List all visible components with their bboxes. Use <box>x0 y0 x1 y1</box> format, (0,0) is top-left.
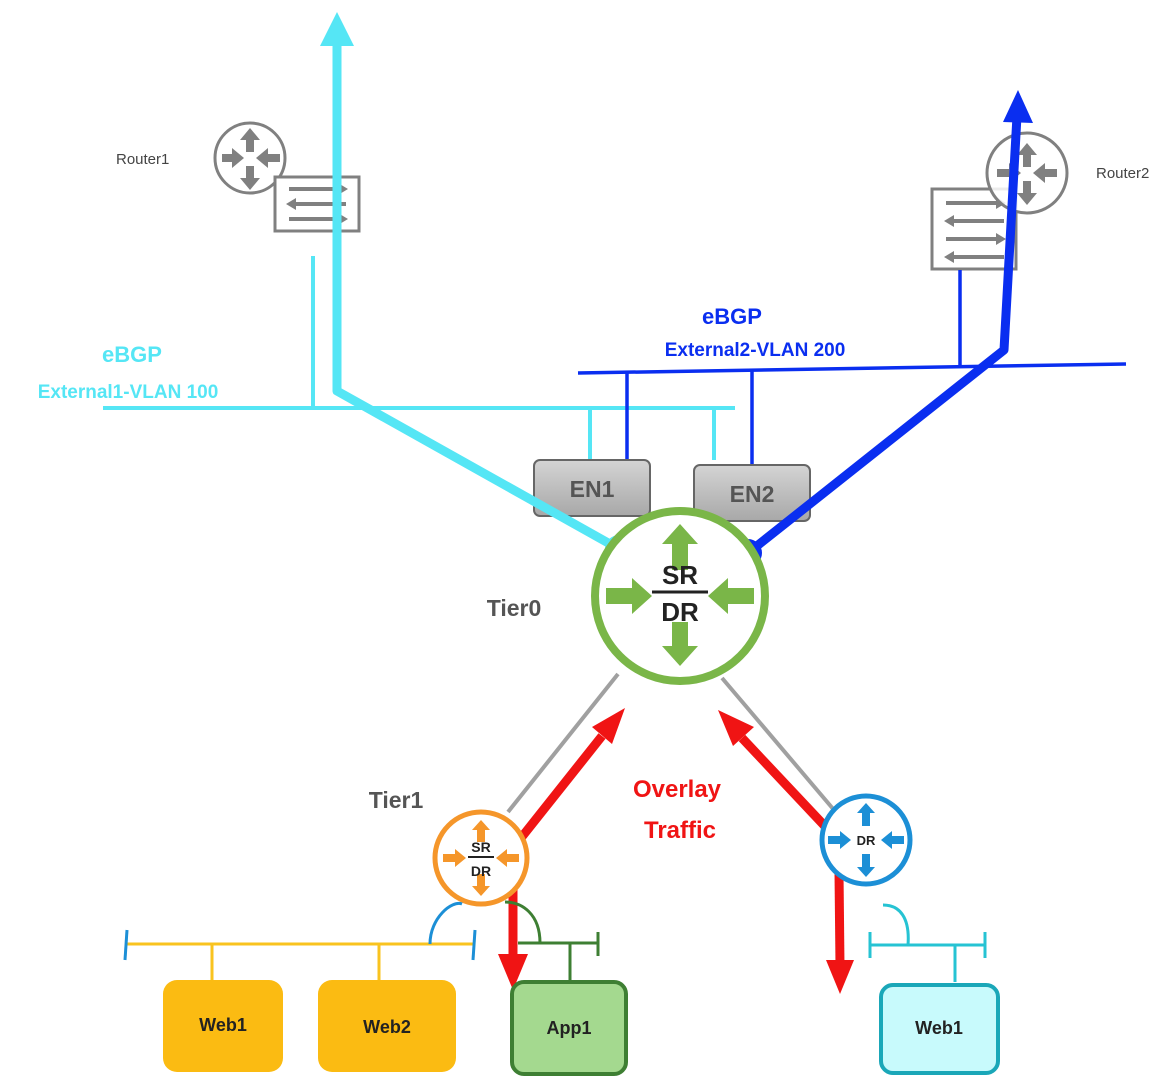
external2-protocol-label: eBGP <box>702 304 762 329</box>
router2-label: Router2 <box>1096 165 1149 182</box>
external2-vlan-label: External2-VLAN 200 <box>665 340 846 361</box>
vm-web2-label: Web2 <box>363 1017 411 1037</box>
vm-app1-label: App1 <box>547 1018 592 1038</box>
overlay-traffic-line1: Overlay <box>633 776 722 803</box>
dr-router[interactable]: DR <box>819 793 913 887</box>
router1-icon <box>213 121 287 195</box>
tier-links <box>506 672 836 814</box>
vm-web1-right-label: Web1 <box>915 1018 963 1038</box>
router2-icon <box>985 131 1069 215</box>
external1-vlan-network <box>103 256 735 460</box>
vm-web1-right[interactable]: Web1 <box>879 983 1000 1075</box>
dr-router-label: DR <box>857 833 876 848</box>
vm-web1-left[interactable]: Web1 <box>163 980 283 1072</box>
app-segment <box>504 900 600 980</box>
edge-node-en2-label: EN2 <box>730 481 775 507</box>
tier0-sr-label: SR <box>662 560 698 590</box>
vm-web1-left-label: Web1 <box>199 1015 247 1035</box>
tier1-label: Tier1 <box>369 787 424 813</box>
vm-app1[interactable]: App1 <box>510 980 628 1076</box>
web-segment <box>123 901 477 980</box>
overlay-traffic-arrows <box>498 708 854 994</box>
web-right-segment <box>868 903 987 982</box>
edge-node-en1-label: EN1 <box>570 476 615 502</box>
tier1-sr-label: SR <box>471 839 490 855</box>
external1-protocol-label: eBGP <box>102 342 162 367</box>
vm-web2[interactable]: Web2 <box>318 980 456 1072</box>
tier1-router[interactable]: SR DR <box>432 809 530 907</box>
edge-node-en1[interactable]: EN1 <box>533 459 651 517</box>
external2-vlan-network <box>577 270 1127 466</box>
tier1-dr-label: DR <box>471 863 491 879</box>
switch2-icon <box>930 187 1018 271</box>
tier0-dr-label: DR <box>661 597 699 627</box>
edge-node-en2[interactable]: EN2 <box>693 464 811 522</box>
external1-vlan-label: External1-VLAN 100 <box>38 382 219 403</box>
overlay-traffic-line2: Traffic <box>644 817 716 844</box>
tier0-router[interactable]: SR DR <box>591 507 769 685</box>
router1-label: Router1 <box>116 151 169 168</box>
switch1-icon <box>273 175 361 233</box>
tier0-label: Tier0 <box>487 595 542 621</box>
